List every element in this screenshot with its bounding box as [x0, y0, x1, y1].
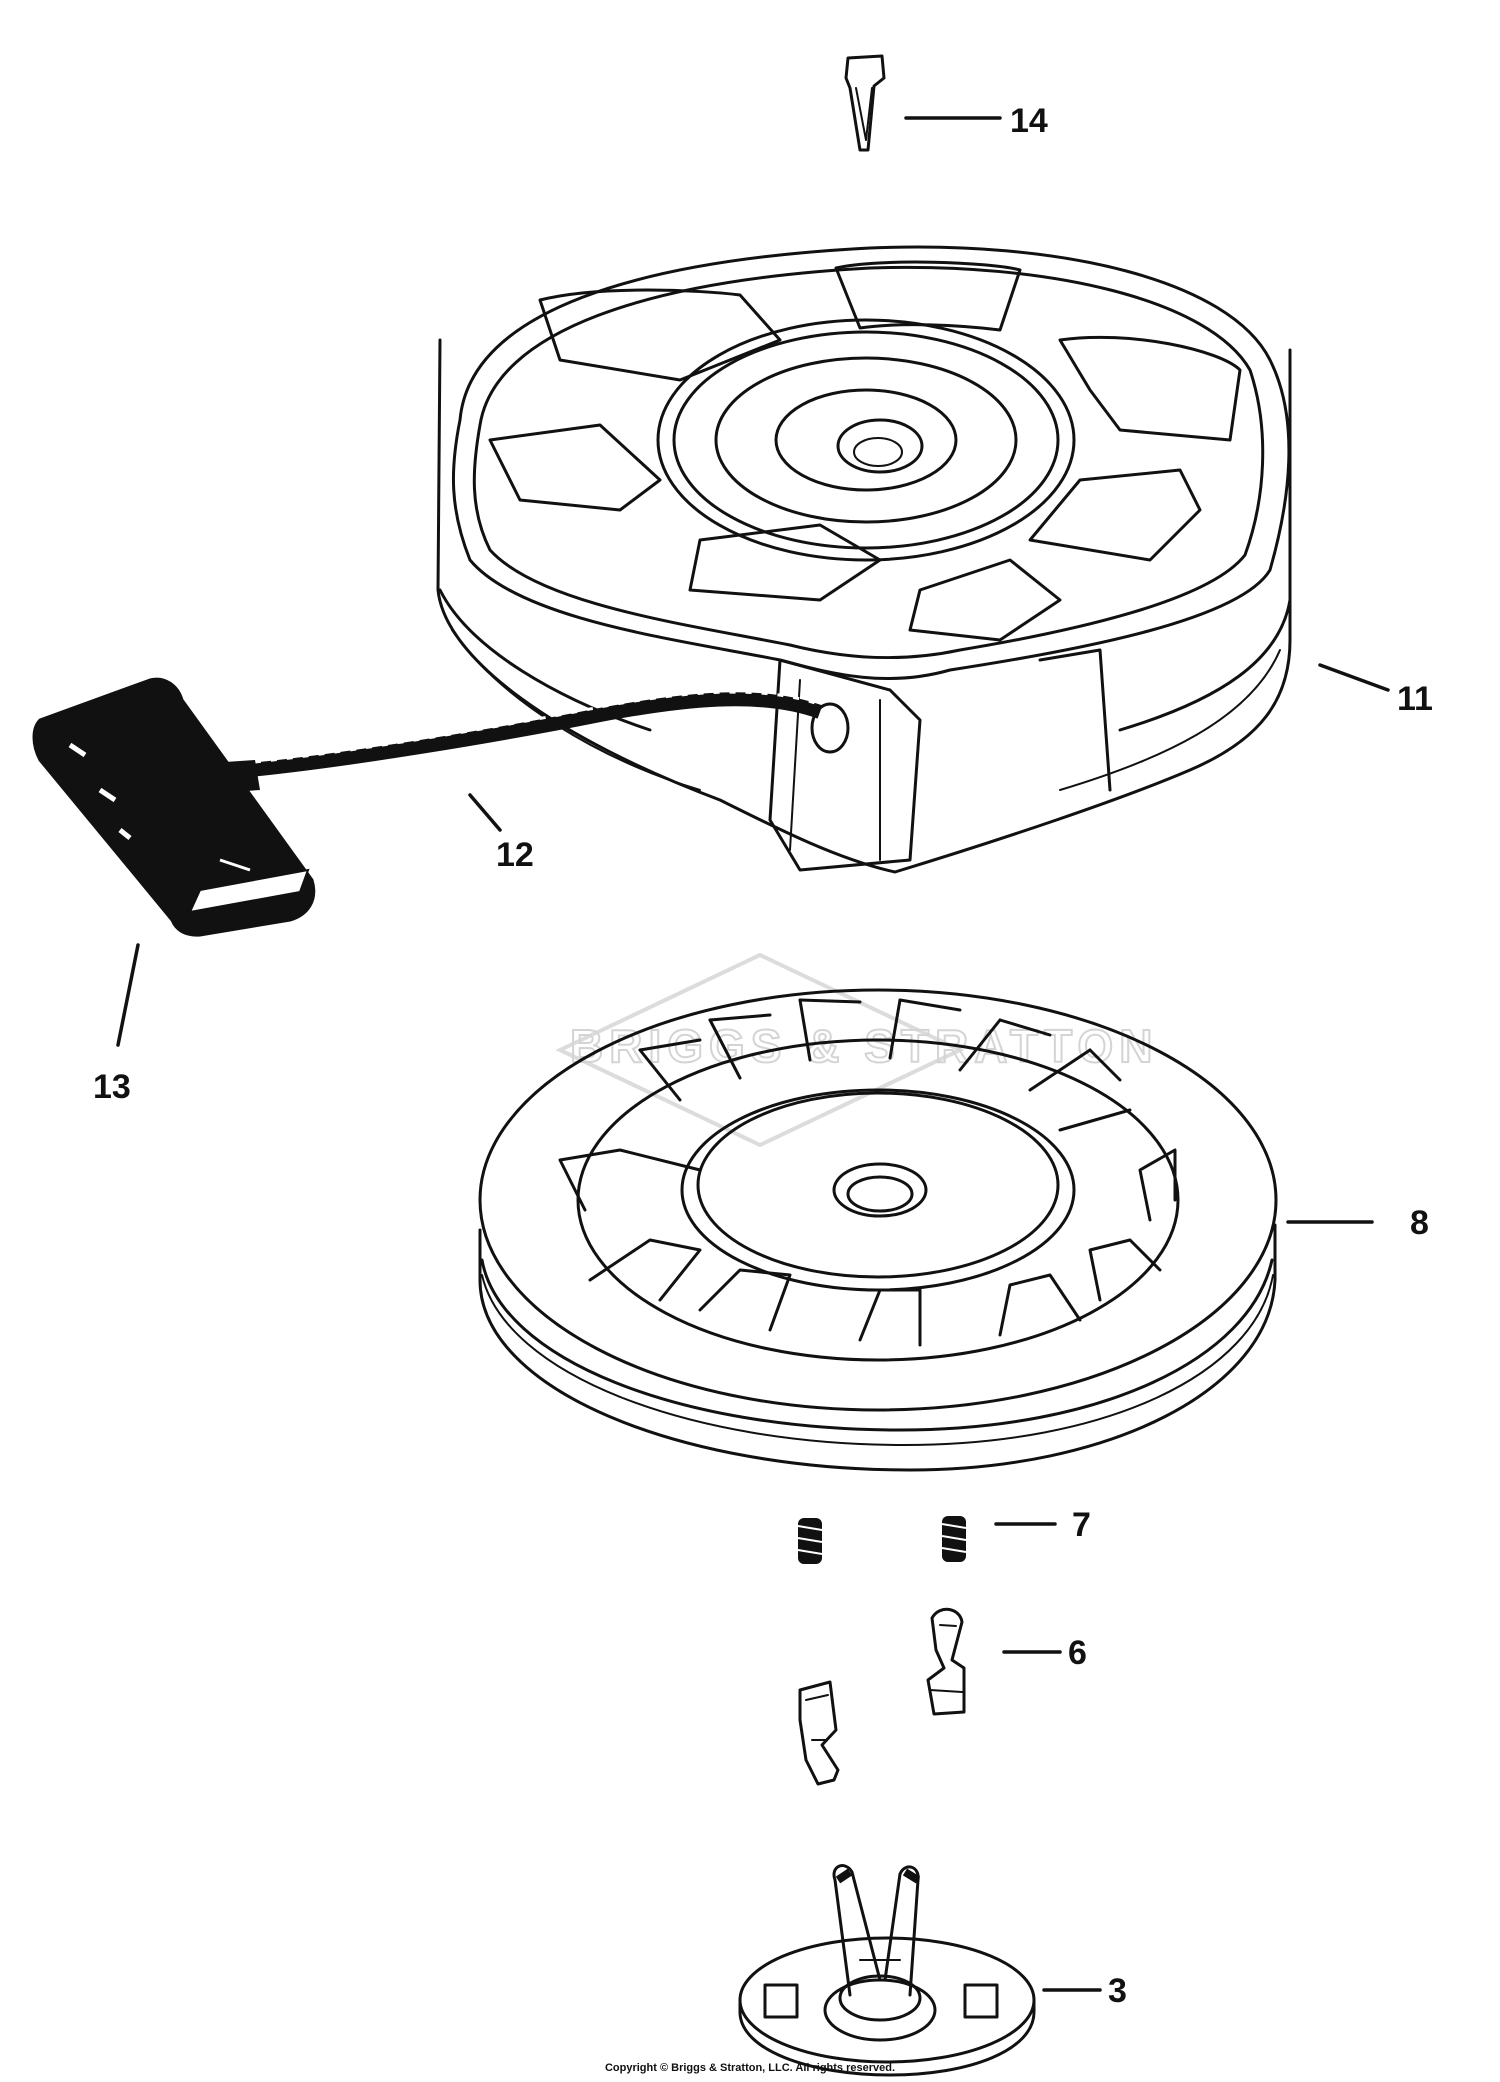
callout-3: 3	[1108, 1972, 1127, 2010]
callout-7: 7	[1072, 1506, 1091, 1544]
callout-12: 12	[496, 836, 534, 874]
part-11-starter-housing	[436, 245, 1390, 874]
part-6-pawls	[798, 1607, 1062, 1786]
callout-6: 6	[1068, 1634, 1087, 1672]
part-8-rope-pulley	[478, 988, 1374, 1472]
part-14-clip	[844, 54, 1002, 152]
part-12-starter-rope	[249, 690, 823, 832]
watermark-logo: BRIGGS & STRATTON	[555, 952, 1153, 1148]
callout-13: 13	[93, 1068, 131, 1106]
part-13-starter-handle	[32, 677, 316, 1047]
part-3-ratchet	[738, 1864, 1102, 2077]
callout-14: 14	[1010, 102, 1048, 140]
copyright-notice: Copyright © Briggs & Stratton, LLC. All …	[604, 2062, 896, 2074]
callout-8: 8	[1410, 1204, 1429, 1242]
part-7-springs	[797, 1516, 1057, 1564]
callout-11: 11	[1397, 680, 1433, 718]
